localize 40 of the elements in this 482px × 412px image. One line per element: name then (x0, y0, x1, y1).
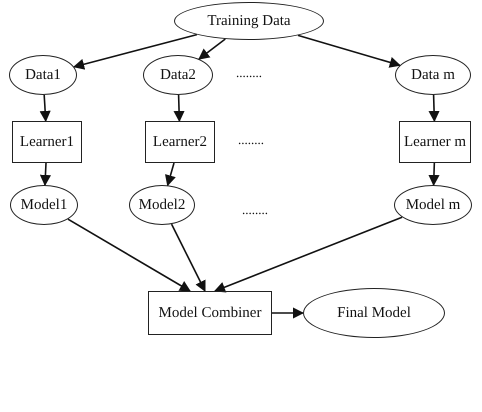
node-label: Model Combiner (158, 304, 262, 322)
ellipse-node (10, 185, 78, 225)
arrow (40, 94, 51, 122)
ellipse-node (143, 55, 213, 95)
node-label: Data m (411, 66, 455, 84)
node-label: Data1 (25, 66, 61, 84)
arrow (214, 216, 402, 292)
arrow (40, 162, 52, 186)
arrow (198, 38, 226, 60)
ellipse-node (395, 55, 471, 95)
arrow (272, 307, 304, 319)
ellipse-node (394, 185, 472, 225)
arrow (68, 218, 191, 292)
ellipse-node (129, 185, 195, 225)
node-label: Learner2 (152, 134, 208, 150)
node-label: Model1 (20, 196, 68, 214)
ellipsis-text: ........ (242, 202, 268, 218)
ellipse-node (9, 55, 77, 95)
node-label: Training Data (207, 12, 291, 30)
ellipsis-text: ........ (238, 132, 264, 148)
node-label: Model m (406, 196, 460, 214)
arrow (428, 162, 440, 186)
ellipse-node (303, 288, 445, 338)
process-box (12, 121, 82, 163)
node-label: Data2 (160, 66, 196, 84)
node-label: Model2 (138, 196, 186, 214)
arrow (298, 34, 401, 68)
ellipsis-text: ........ (236, 65, 262, 81)
node-label: Learner m (404, 134, 466, 150)
ellipse-node (174, 2, 324, 40)
node-label: Final Model (337, 304, 411, 322)
node-label: Learner1 (20, 134, 74, 150)
arrow (170, 224, 206, 292)
arrow (173, 94, 185, 122)
arrow (72, 34, 198, 70)
process-box (148, 291, 272, 335)
arrow (428, 94, 440, 122)
process-box (399, 121, 471, 163)
process-box (145, 121, 215, 163)
arrow (165, 162, 176, 186)
